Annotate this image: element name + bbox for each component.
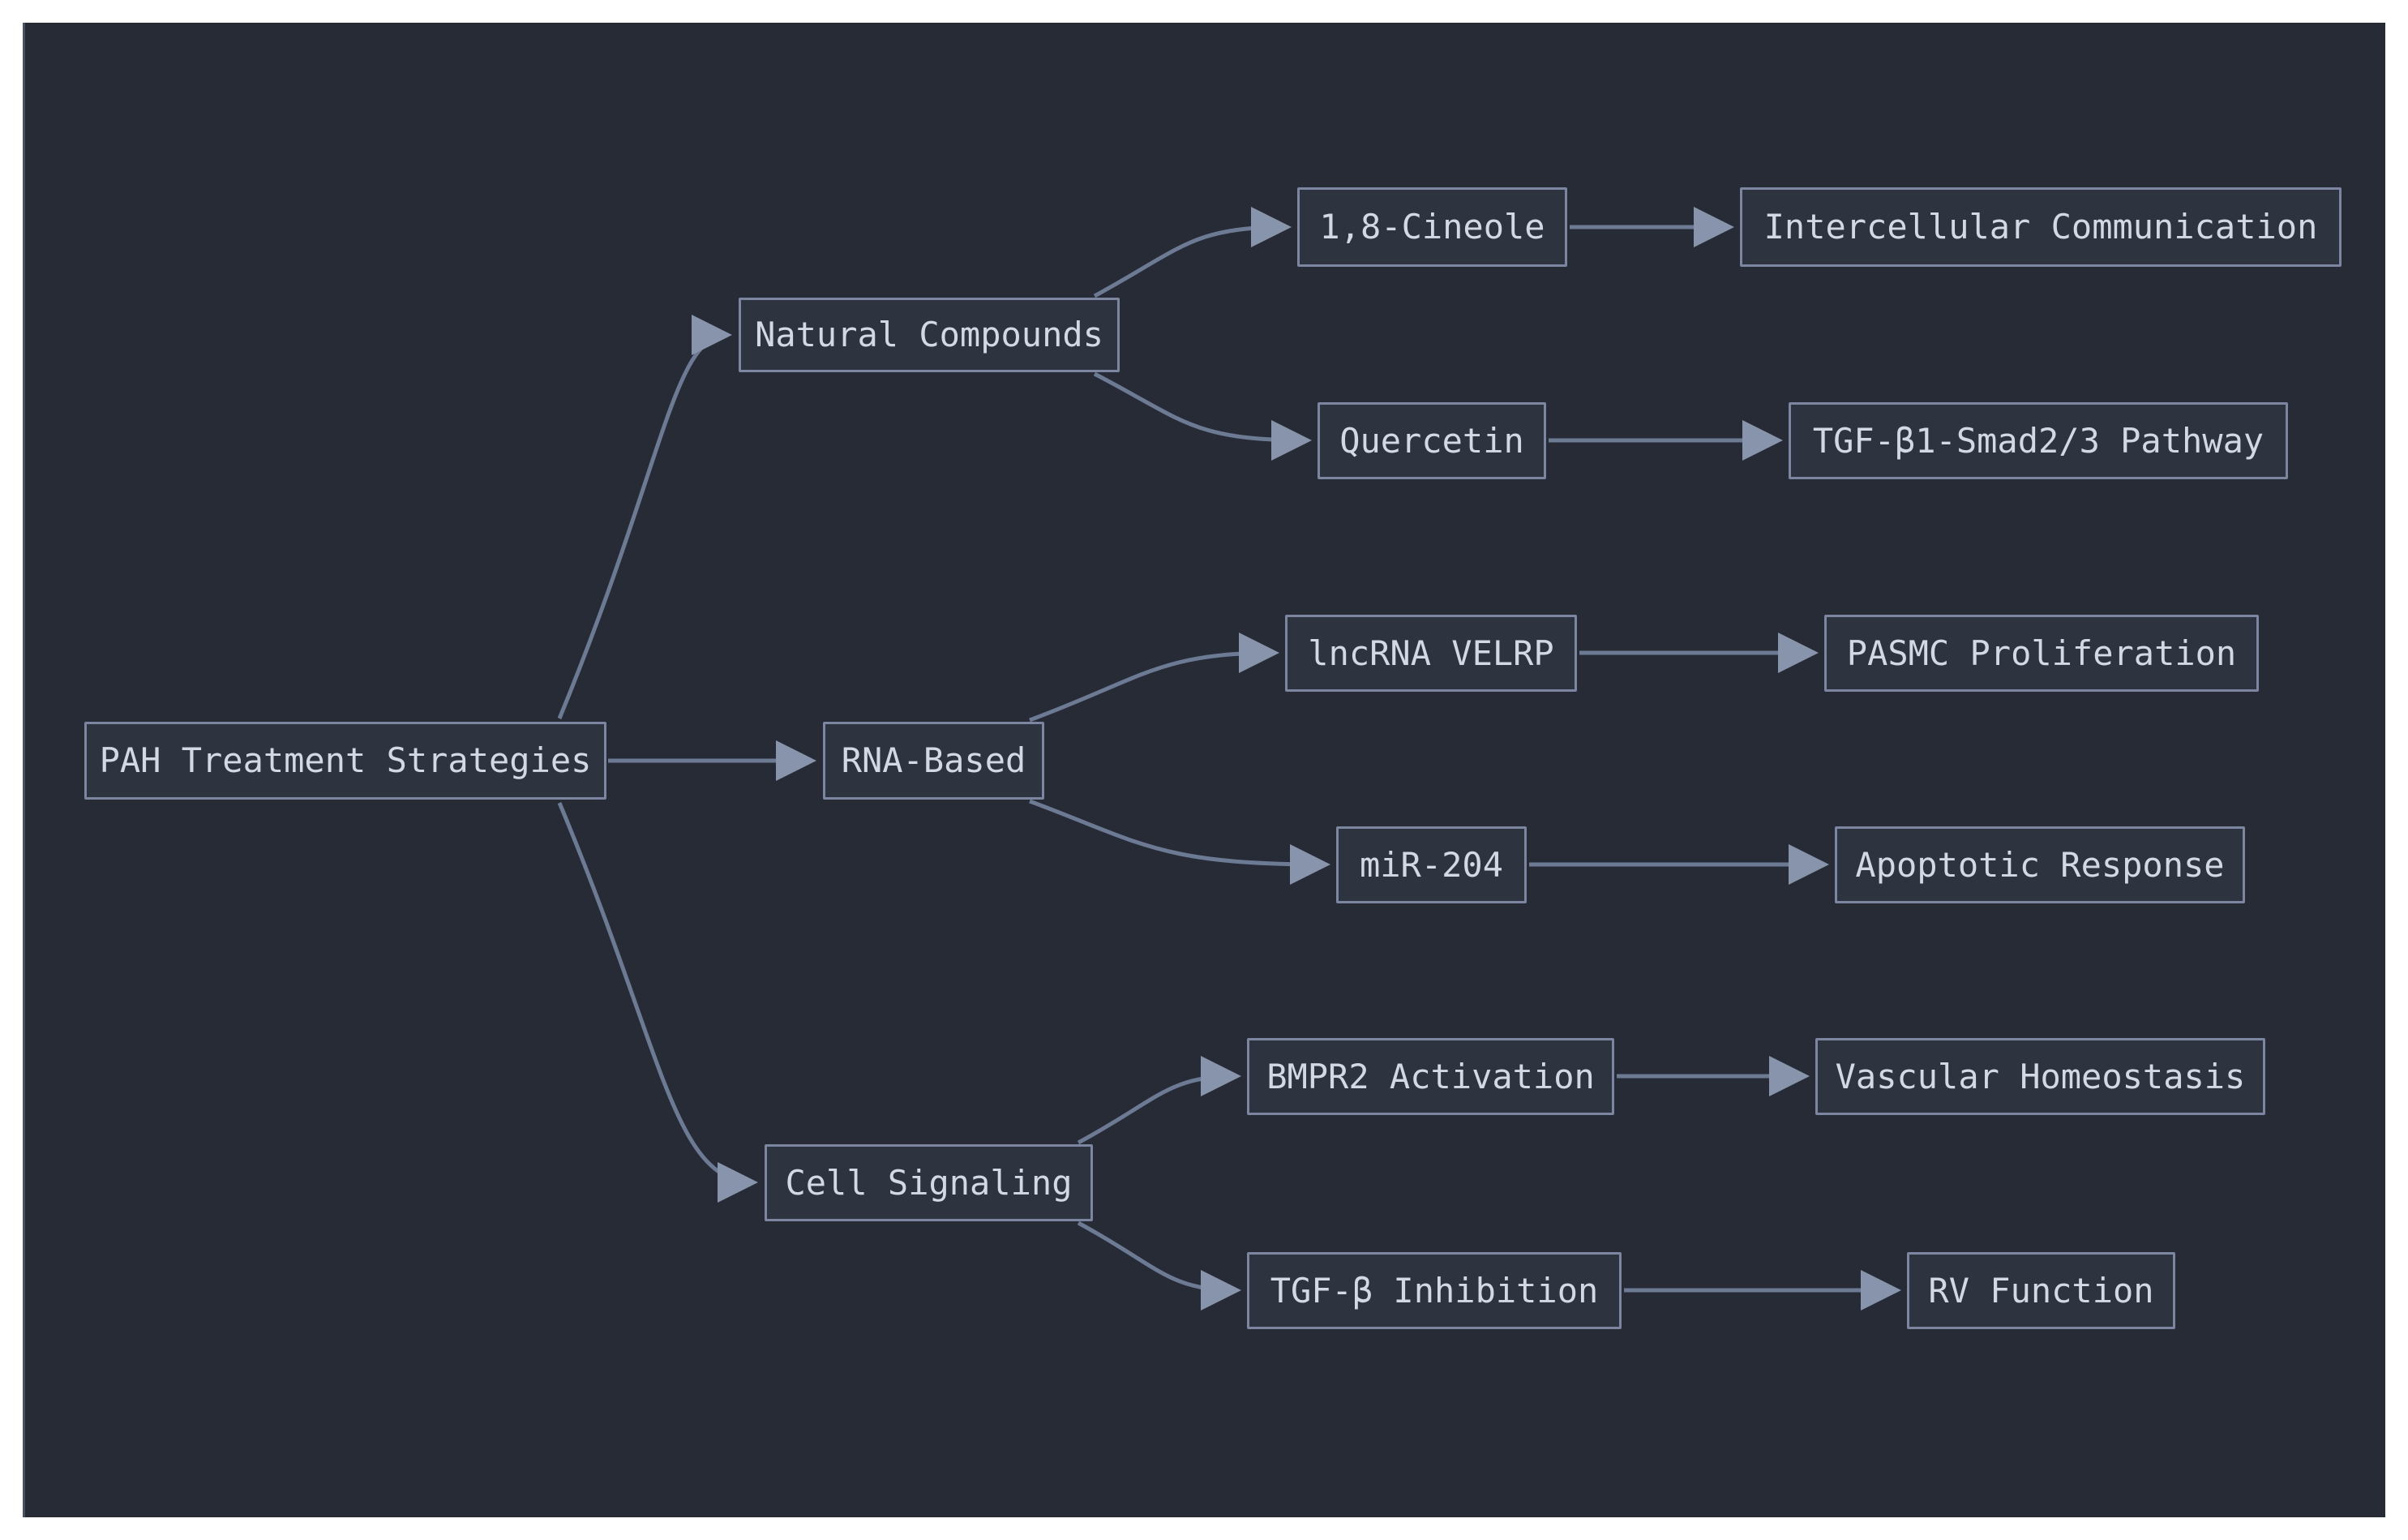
node-rna-based: RNA-Based [823,722,1044,800]
node-cineole: 1,8-Cineole [1297,187,1567,267]
node-intercellular-communication: Intercellular Communication [1740,187,2342,267]
node-pasmc-proliferation: PASMC Proliferation [1824,615,2259,692]
node-bmpr2-activation: BMPR2 Activation [1247,1038,1614,1115]
node-pah-treatment-strategies: PAH Treatment Strategies [84,722,606,800]
node-apoptotic-response: Apoptotic Response [1835,826,2245,903]
node-cell-signaling: Cell Signaling [765,1144,1093,1221]
node-rv-function: RV Function [1907,1252,2175,1329]
node-natural-compounds: Natural Compounds [739,298,1120,372]
node-tgfb1-smad-pathway: TGF-β1-Smad2/3 Pathway [1789,402,2288,479]
node-quercetin: Quercetin [1318,402,1546,479]
node-tgfb-inhibition: TGF-β Inhibition [1247,1252,1622,1329]
node-lncrna-velrp: lncRNA VELRP [1285,615,1577,692]
node-vascular-homeostasis: Vascular Homeostasis [1815,1038,2265,1115]
node-mir-204: miR-204 [1336,826,1527,903]
